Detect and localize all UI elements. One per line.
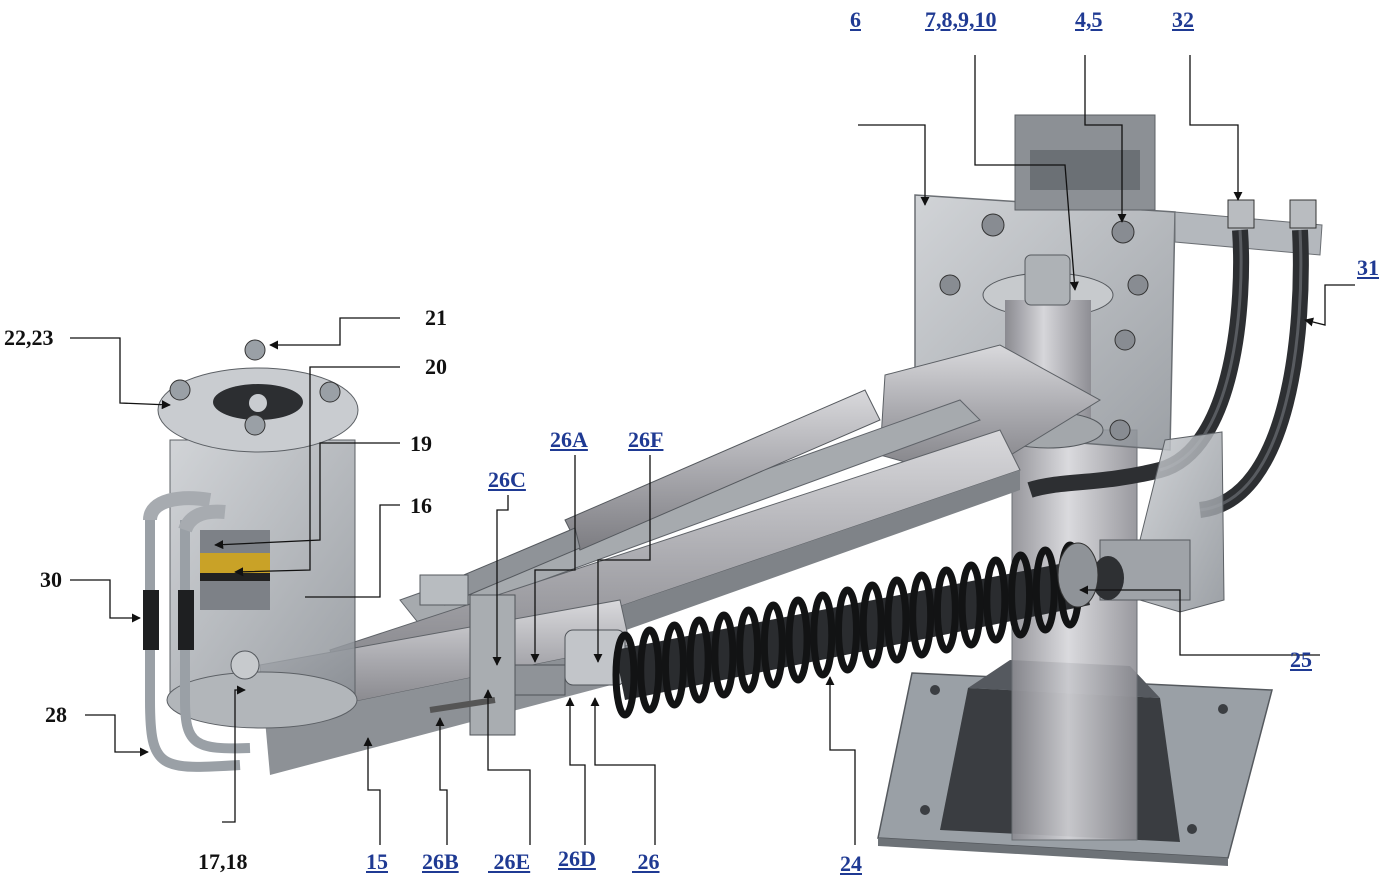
leader-16 bbox=[305, 504, 400, 598]
leader-21 bbox=[269, 317, 400, 350]
callout-15[interactable]: 15 bbox=[366, 849, 388, 874]
leader-6 bbox=[858, 124, 930, 206]
callout-6[interactable]: 6 bbox=[850, 7, 861, 32]
callout-16: 16 bbox=[410, 493, 432, 518]
callout-25[interactable]: 25 bbox=[1290, 647, 1312, 672]
callout-19: 19 bbox=[410, 431, 432, 456]
leader-31 bbox=[1304, 284, 1355, 327]
callout-7-8-9-10[interactable]: 7,8,9,10 bbox=[925, 7, 997, 32]
spring-coil bbox=[760, 601, 786, 689]
spring-coil bbox=[612, 631, 638, 719]
leader-20 bbox=[234, 366, 400, 577]
spring-coil bbox=[983, 556, 1009, 644]
leader-30 bbox=[70, 579, 141, 623]
spring-coil bbox=[909, 571, 935, 659]
callout-26E[interactable]: 26E bbox=[488, 849, 531, 874]
spring-coil bbox=[810, 591, 836, 679]
leader-4-5 bbox=[1084, 55, 1127, 223]
leader-26C bbox=[492, 495, 509, 666]
left-swivel-column bbox=[157, 339, 359, 729]
spring-coil bbox=[933, 566, 959, 654]
spring-coil bbox=[958, 561, 984, 649]
callout-31[interactable]: 31 bbox=[1357, 255, 1379, 280]
spring-coil bbox=[661, 621, 687, 709]
callout-26[interactable]: 26 bbox=[632, 849, 660, 874]
leader-24 bbox=[825, 676, 856, 845]
mounting-plate bbox=[914, 114, 1323, 451]
spring-coil bbox=[835, 586, 860, 674]
gas-spring bbox=[419, 389, 881, 606]
callout-26F[interactable]: 26F bbox=[628, 427, 664, 452]
callout-22-23: 22,23 bbox=[4, 325, 54, 350]
callout-21: 21 bbox=[425, 305, 447, 330]
leader-26A bbox=[530, 455, 576, 663]
spring-coil bbox=[1032, 546, 1058, 634]
spring-coil bbox=[884, 576, 910, 664]
left-hoses bbox=[143, 491, 251, 772]
coil-spring bbox=[612, 541, 1099, 719]
spring-coil bbox=[785, 596, 811, 684]
spring-coil bbox=[686, 616, 712, 704]
pedestal-column bbox=[1011, 429, 1138, 841]
leader-19 bbox=[214, 442, 400, 550]
callout-17-18: 17,18 bbox=[198, 849, 248, 874]
spring-coil bbox=[637, 626, 663, 714]
leader-7-10 bbox=[974, 55, 1079, 291]
leader-26F bbox=[593, 455, 651, 663]
leader-26B bbox=[435, 717, 448, 845]
leader-25 bbox=[1079, 585, 1320, 656]
leader-32 bbox=[1189, 55, 1243, 201]
leader-26E bbox=[483, 689, 531, 845]
callout-30: 30 bbox=[40, 567, 62, 592]
leader-26 bbox=[590, 697, 656, 845]
callout-20: 20 bbox=[425, 354, 447, 379]
spring-coil bbox=[736, 606, 762, 694]
leader-22-23 bbox=[70, 337, 171, 410]
leader-26D bbox=[565, 697, 586, 845]
leader-28 bbox=[85, 714, 149, 757]
callout-26B[interactable]: 26B bbox=[422, 849, 459, 874]
callout-32[interactable]: 32 bbox=[1172, 7, 1194, 32]
leader-17-18 bbox=[222, 685, 246, 823]
callout-28: 28 bbox=[45, 702, 67, 727]
callout-26D[interactable]: 26D bbox=[558, 846, 596, 871]
callout-24[interactable]: 24 bbox=[840, 851, 862, 876]
spring-coil bbox=[1008, 551, 1034, 639]
callout-4-5[interactable]: 4,5 bbox=[1075, 7, 1103, 32]
spring-coil bbox=[711, 611, 737, 699]
leader-lines bbox=[70, 55, 1355, 845]
callout-26A[interactable]: 26A bbox=[550, 427, 588, 452]
callout-26C[interactable]: 26C bbox=[488, 467, 526, 492]
leader-15 bbox=[363, 737, 381, 845]
spring-coil bbox=[859, 581, 885, 669]
